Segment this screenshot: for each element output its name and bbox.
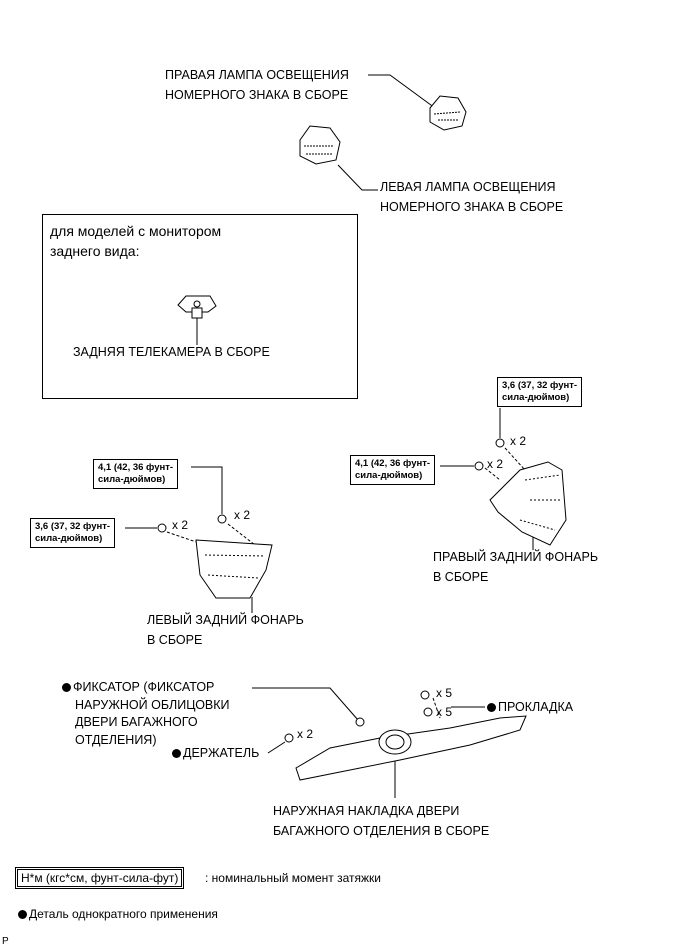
- qty-label: x 5: [436, 686, 453, 700]
- right-license-lamp-part: [429, 95, 467, 131]
- qty-label: x 5: [436, 705, 453, 719]
- non-reusable-bullet-icon: [487, 703, 496, 712]
- nut-icons: [157, 438, 505, 743]
- torque-box-right-upper: 3,6 (37, 32 фунт-сила-дюймов): [497, 377, 583, 407]
- qty-label: x 2: [297, 727, 314, 741]
- leader-line: [252, 687, 359, 721]
- right-tail-lamp-part: [489, 461, 567, 546]
- rear-camera-part: [177, 295, 217, 319]
- torque-box-left-upper: 4,1 (42, 36 фунт-сила-дюймов): [93, 459, 179, 489]
- holder-label: ДЕРЖАТЕЛЬ: [172, 743, 259, 763]
- torque-box-left-lower: 3,6 (37, 32 фунт-сила-дюймов): [30, 518, 116, 548]
- leader-line: [368, 74, 436, 109]
- qty-label: x 2: [487, 457, 504, 471]
- qty-label: x 2: [172, 518, 189, 532]
- leader-line: [337, 164, 378, 191]
- left-license-lamp-part: [299, 125, 341, 165]
- legend-torque-box: Н*м (кгс*см, фунт-сила-фут): [17, 869, 183, 887]
- non-reusable-bullet-icon: [62, 683, 71, 692]
- corner-mark: P: [2, 936, 9, 947]
- leader-line: [267, 741, 286, 754]
- non-reusable-bullet-icon: [172, 749, 181, 758]
- rear-camera-label: ЗАДНЯЯ ТЕЛЕКАМЕРА В СБОРЕ: [73, 345, 270, 359]
- leader-line: [191, 466, 223, 514]
- legend-non-reusable: Деталь однократного применения: [18, 904, 218, 924]
- qty-label: x 2: [234, 508, 251, 522]
- gasket-label: ПРОКЛАДКА: [487, 697, 573, 717]
- rear-camera-box: [42, 214, 358, 399]
- left-tail-lamp-part: [195, 539, 273, 599]
- legend-torque-desc: : номинальный момент затяжки: [205, 871, 381, 885]
- non-reusable-bullet-icon: [18, 910, 27, 919]
- torque-box-right-lower: 4,1 (42, 36 фунт-сила-дюймов): [350, 455, 436, 485]
- outer-garnish-part: [295, 715, 527, 781]
- qty-label: x 2: [510, 434, 527, 448]
